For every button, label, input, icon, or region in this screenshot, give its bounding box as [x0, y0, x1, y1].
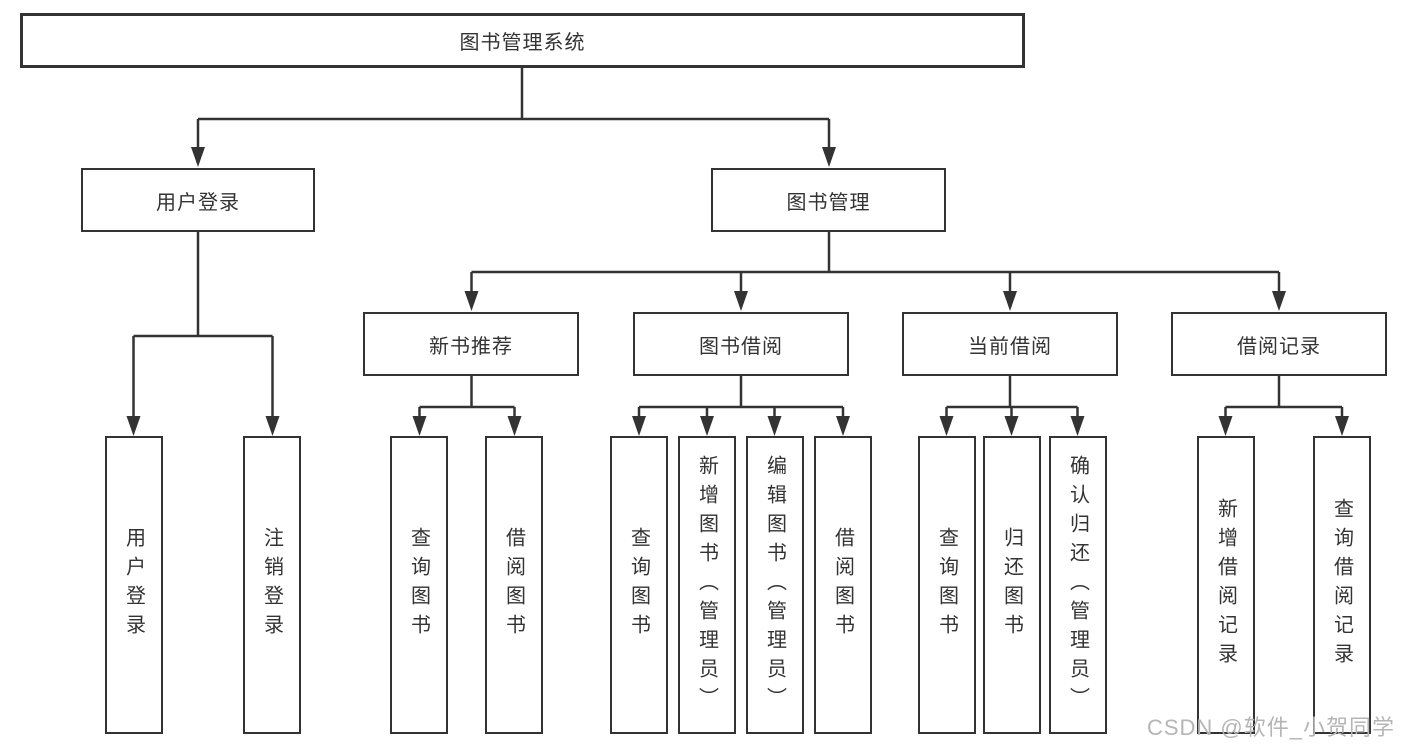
node-library-management-system: 图书管理系统 [20, 13, 1025, 68]
leaf-add-books-admin: 新增图书（管理员） [678, 436, 736, 734]
leaf-query-books: 查询图书 [390, 436, 448, 734]
leaf-borrow-books: 借阅图书 [485, 436, 543, 734]
leaf-confirm-return-admin: 确认归还（管理员） [1049, 436, 1107, 734]
leaf-query-borrowing-record: 查询借阅记录 [1313, 436, 1371, 734]
leaf-user-login: 用户登录 [105, 436, 163, 734]
leaf-query-books: 查询图书 [610, 436, 668, 734]
leaf-logout: 注销登录 [243, 436, 301, 734]
node-new-book-recommendation: 新书推荐 [363, 312, 579, 376]
csdn-watermark: CSDN @软件_小贺同学 [1146, 715, 1395, 740]
leaf-query-books: 查询图书 [918, 436, 976, 734]
node-borrowing-records: 借阅记录 [1171, 312, 1387, 376]
node-book-management: 图书管理 [711, 168, 946, 232]
leaf-edit-books-admin: 编辑图书（管理员） [746, 436, 804, 734]
leaf-borrow-books: 借阅图书 [814, 436, 872, 734]
leaf-return-books: 归还图书 [983, 436, 1041, 734]
node-user-login: 用户登录 [81, 168, 315, 232]
node-book-borrowing: 图书借阅 [633, 312, 849, 376]
leaf-add-borrowing-record: 新增借阅记录 [1197, 436, 1255, 734]
node-current-borrowing: 当前借阅 [902, 312, 1118, 376]
